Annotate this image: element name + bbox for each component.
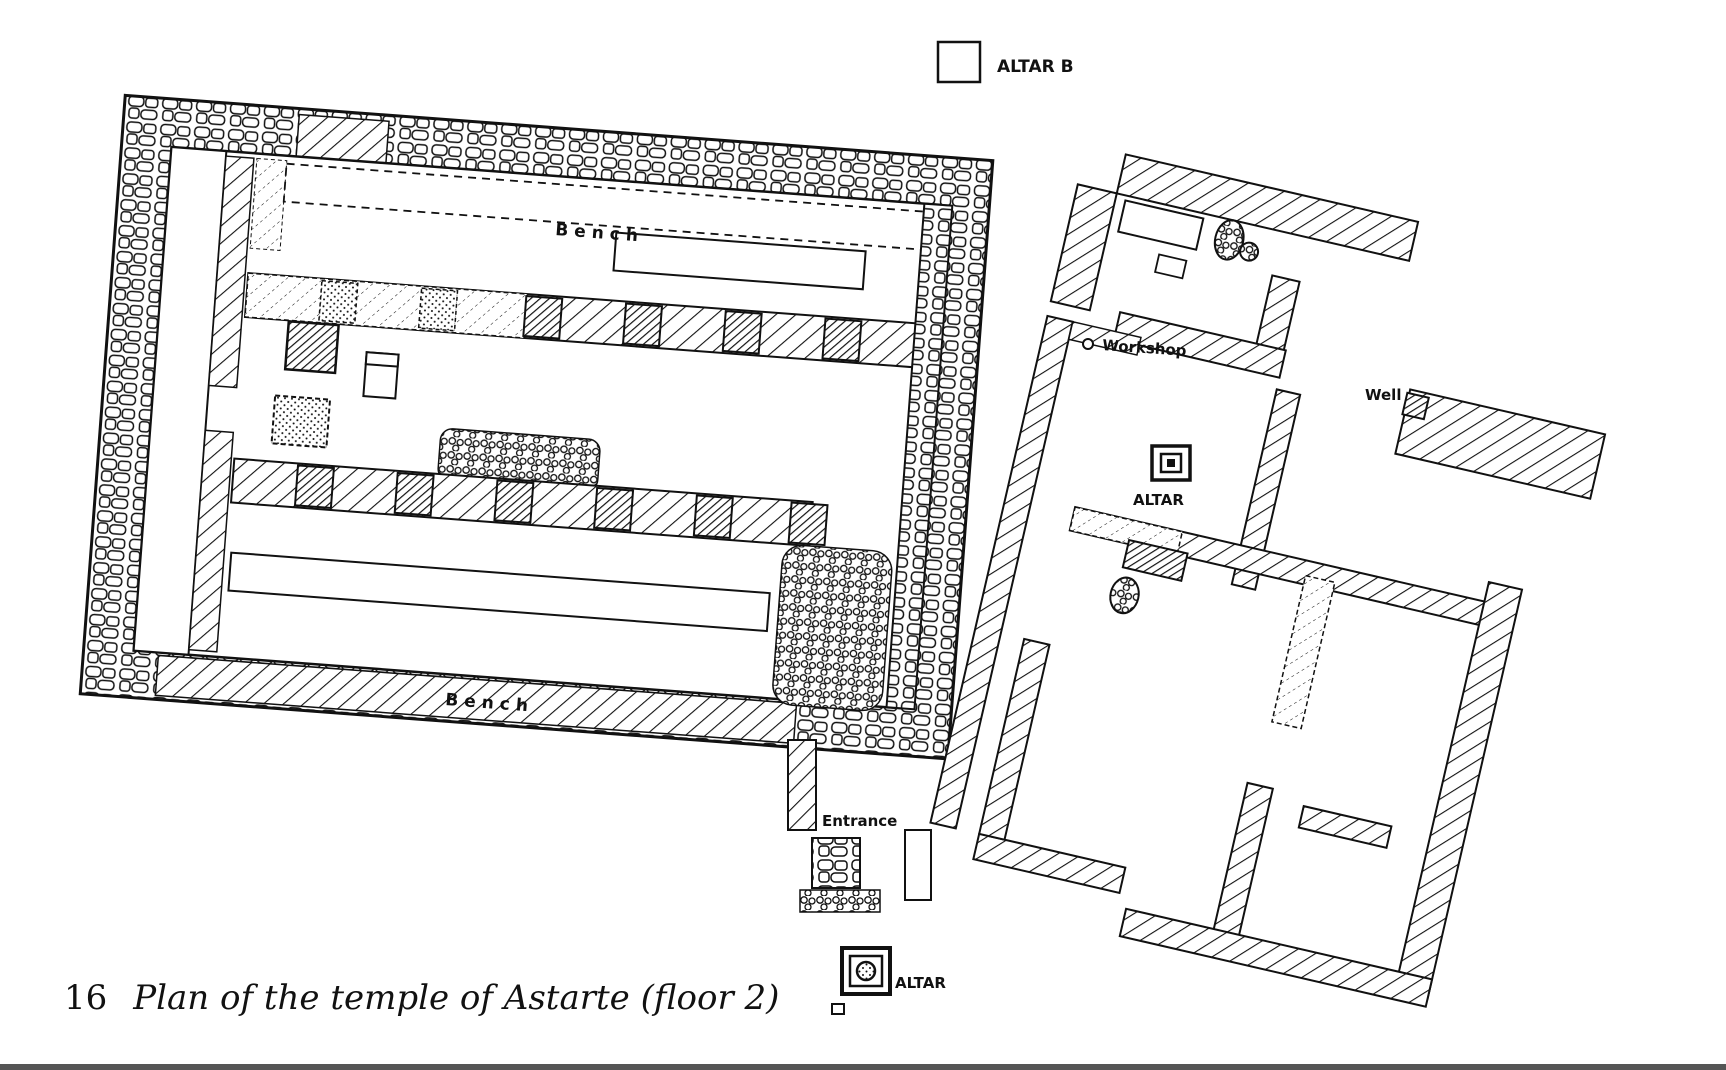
label-workshop: Workshop	[1102, 336, 1188, 360]
well-icon	[1401, 391, 1430, 421]
figure-caption: 16 Plan of the temple of Astarte (floor 2…	[64, 978, 779, 1018]
column-base	[522, 294, 564, 340]
east-hall-wall	[885, 202, 954, 711]
label-altar-b: ALTAR B	[997, 57, 1074, 77]
column-base	[393, 471, 435, 517]
lower-bench	[227, 551, 771, 633]
dotted-area	[270, 394, 332, 449]
rubble-fill	[772, 544, 893, 712]
label-well: Well	[1365, 386, 1401, 404]
column-base	[593, 486, 635, 532]
column-base	[787, 501, 829, 547]
altar-b-block	[936, 40, 982, 84]
workshop-jar	[1213, 219, 1245, 261]
workshop-north-wall	[1115, 153, 1420, 263]
inner-altar	[1150, 444, 1192, 482]
workshop-marker	[1082, 338, 1094, 350]
label-altar-inner: ALTAR	[1133, 491, 1184, 509]
column-base	[692, 494, 734, 540]
figure-number: 16	[64, 978, 108, 1018]
label-altar-outer: ALTAR	[895, 974, 946, 992]
stone-object	[1109, 576, 1140, 615]
column-base	[621, 302, 664, 348]
east-complex	[929, 153, 1607, 1008]
main-temple	[78, 93, 995, 761]
column-base	[821, 317, 863, 363]
column-base	[721, 309, 763, 355]
label-entrance: Entrance	[822, 812, 897, 830]
figure-caption-text: Plan of the temple of Astarte (floor 2)	[133, 978, 780, 1018]
column-base	[493, 479, 535, 525]
offering-table	[1121, 538, 1189, 583]
bottom-border	[0, 1064, 1726, 1070]
workshop-box	[1116, 199, 1205, 251]
well-enclosure	[1394, 388, 1607, 500]
outer-altar	[831, 946, 892, 1015]
upper-bench	[612, 231, 867, 291]
column-base	[293, 464, 335, 510]
pier-base	[283, 319, 340, 375]
entrance-passage	[787, 739, 932, 913]
